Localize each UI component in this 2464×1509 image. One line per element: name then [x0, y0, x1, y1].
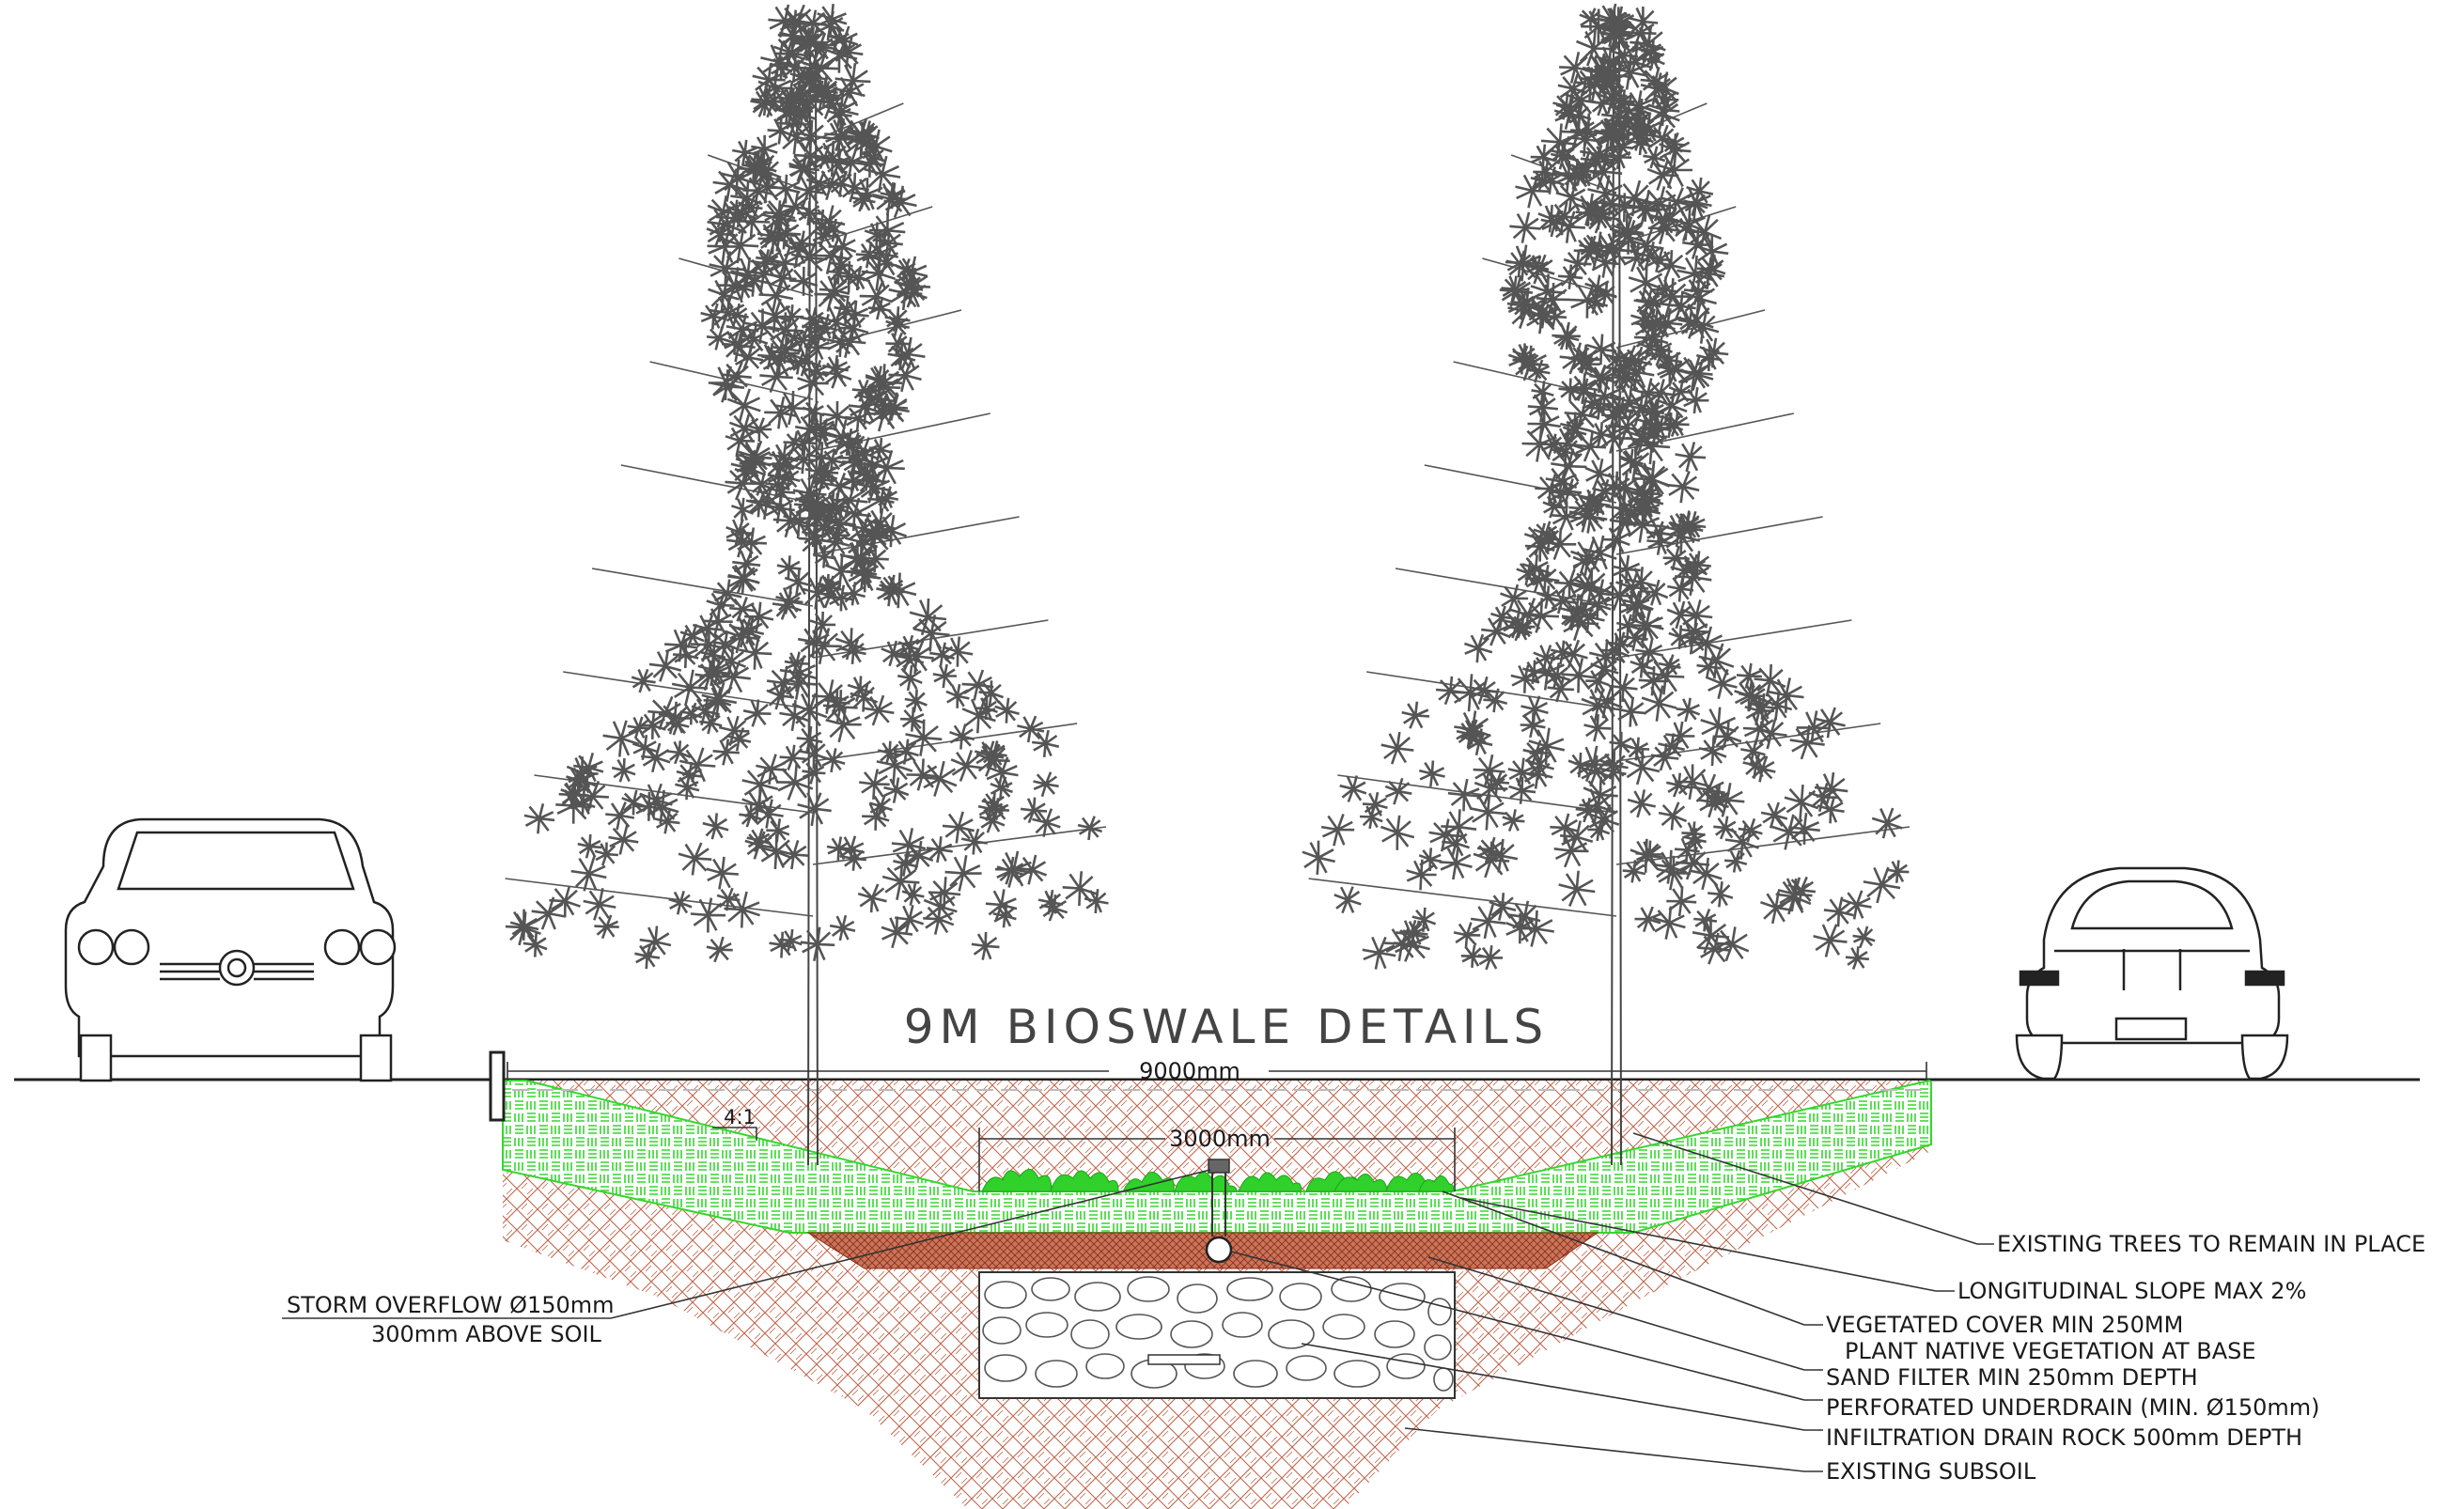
vegetated-cover-area	[502, 1079, 1932, 1234]
storm-overflow-sublabel: 300mm ABOVE SOIL	[371, 1321, 602, 1347]
car-right	[2015, 866, 2289, 1081]
car-left	[64, 817, 397, 1082]
base-dimension-label: 3000mm	[1169, 1126, 1271, 1152]
vegetated-cover-label: VEGETATED COVER MIN 250MM	[1826, 1312, 2183, 1338]
vegetated-cover-sublabel: PLANT NATIVE VEGETATION AT BASE	[1845, 1338, 2256, 1364]
curb-marker	[489, 1050, 506, 1122]
overall-dimension	[507, 1062, 1927, 1081]
drawing-title: 9M BIOSWALE DETAILS	[904, 1000, 1550, 1054]
native-vegetation-plants	[981, 1169, 1454, 1192]
slope-label: 4:1	[724, 1106, 756, 1128]
perforated-underdrain-label: PERFORATED UNDERDRAIN (MIN. Ø150mm)	[1826, 1394, 2319, 1421]
infiltration-drain-rock	[978, 1271, 1456, 1399]
leader-lines	[282, 1132, 1994, 1472]
storm-overflow-riser	[1205, 1159, 1233, 1264]
existing-tree-right	[1302, 3, 1910, 1166]
overall-dimension-label: 9000mm	[1139, 1058, 1240, 1084]
longitudinal-slope-label: LONGITUDINAL SLOPE MAX 2%	[1957, 1278, 2306, 1304]
sand-filter-layer	[806, 1232, 1599, 1269]
slope-indicator	[712, 1127, 757, 1141]
infiltration-rock-label: INFILTRATION DRAIN ROCK 500mm DEPTH	[1826, 1424, 2302, 1451]
existing-trees-label: EXISTING TREES TO REMAIN IN PLACE	[1997, 1231, 2425, 1257]
existing-tree-left	[505, 3, 1109, 1166]
existing-subsoil-label: EXISTING SUBSOIL	[1826, 1458, 2036, 1485]
storm-overflow-label: STORM OVERFLOW Ø150mm	[287, 1292, 615, 1318]
sand-filter-label: SAND FILTER MIN 250mm DEPTH	[1826, 1364, 2198, 1391]
base-dimension	[978, 1128, 1456, 1191]
